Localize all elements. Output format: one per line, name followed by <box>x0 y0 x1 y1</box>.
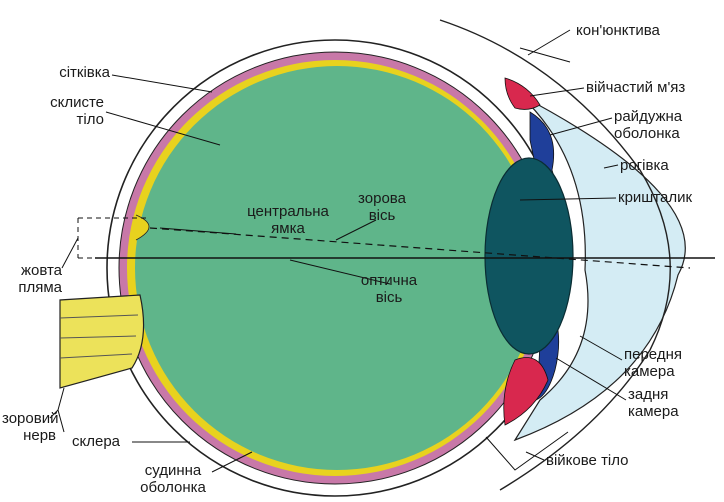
label-fovea: центральна ямка <box>236 203 340 237</box>
leader-macula <box>62 238 78 268</box>
label-retina-text: сітківка <box>59 64 110 81</box>
label-optic-nerve-line2: нерв <box>2 427 56 444</box>
label-vitreous-line1: склисте <box>20 94 104 111</box>
label-posterior-chamber-line2: камера <box>628 403 679 420</box>
optic-nerve <box>60 295 144 388</box>
label-lens: кришталик <box>618 189 692 206</box>
label-visual-axis-line1: зорова <box>352 190 412 207</box>
label-optical-axis: оптична вісь <box>354 272 424 306</box>
label-posterior-chamber-line1: задня <box>628 386 679 403</box>
label-optic-nerve: зоровий нерв <box>2 410 56 444</box>
label-ciliary-muscle: війчастий м'яз <box>586 79 685 96</box>
label-choroid-line2: оболонка <box>130 479 216 496</box>
optic-nerve-bracket <box>58 388 64 432</box>
label-fovea-line1: центральна <box>236 203 340 220</box>
label-retina: сітківка <box>30 64 110 81</box>
label-anterior-chamber: передня камера <box>624 346 682 380</box>
label-iris-line1: райдужна <box>614 108 682 125</box>
label-macula-line2: пляма <box>4 279 62 296</box>
label-optic-nerve-line1: зоровий <box>2 410 56 427</box>
label-sclera: склера <box>72 433 120 450</box>
label-visual-axis: зорова вісь <box>352 190 412 224</box>
label-lens-text: кришталик <box>618 189 692 206</box>
label-ciliary-muscle-text: війчастий м'яз <box>586 79 685 96</box>
conjunctiva-bracket <box>520 48 570 62</box>
label-ciliary-body: війкове тіло <box>546 452 629 469</box>
label-posterior-chamber: задня камера <box>628 386 679 420</box>
label-anterior-chamber-line2: камера <box>624 363 682 380</box>
label-conjunctiva: кон'юнктива <box>576 22 660 39</box>
label-cornea-text: рогівка <box>620 157 669 174</box>
label-optical-axis-line2: вісь <box>354 289 424 306</box>
label-conjunctiva-text: кон'юнктива <box>576 22 660 39</box>
label-iris: райдужна оболонка <box>614 108 682 142</box>
lens <box>485 158 573 354</box>
vitreous-body <box>135 66 539 470</box>
label-vitreous-line2: тіло <box>20 111 104 128</box>
leader-ciliary-muscle <box>530 88 584 96</box>
leader-conjunctiva <box>528 30 570 55</box>
label-vitreous: склисте тіло <box>20 94 104 128</box>
label-cornea: рогівка <box>620 157 669 174</box>
leader-ciliary-body <box>526 452 544 460</box>
leader-retina <box>112 75 212 92</box>
label-ciliary-body-text: війкове тіло <box>546 452 629 469</box>
label-fovea-line2: ямка <box>236 220 340 237</box>
label-iris-line2: оболонка <box>614 125 682 142</box>
label-sclera-text: склера <box>72 433 120 450</box>
label-macula-line1: жовта <box>4 262 62 279</box>
label-anterior-chamber-line1: передня <box>624 346 682 363</box>
label-choroid-line1: судинна <box>130 462 216 479</box>
ciliary-muscle <box>505 78 540 109</box>
label-macula: жовта пляма <box>4 262 62 296</box>
label-choroid: судинна оболонка <box>130 462 216 496</box>
label-visual-axis-line2: вісь <box>352 207 412 224</box>
label-optical-axis-line1: оптична <box>354 272 424 289</box>
